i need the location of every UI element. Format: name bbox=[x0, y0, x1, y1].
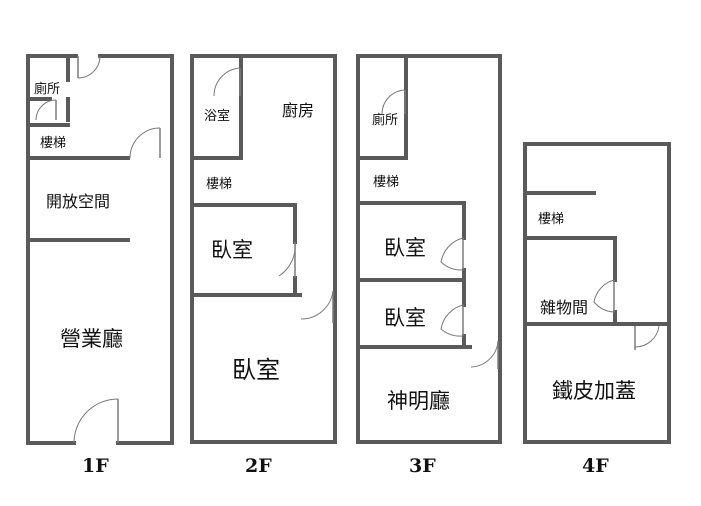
floor-1f-open-space-label: 開放空間 bbox=[46, 192, 110, 211]
floor-4f-storage-door bbox=[593, 279, 615, 313]
floor-1f-entry-door bbox=[73, 398, 119, 444]
floor-3f-toilet-label: 廁所 bbox=[372, 112, 398, 128]
floor-1f-toilet-door bbox=[35, 99, 57, 121]
floor-4f-title: 4F bbox=[582, 455, 609, 477]
floor-2f: 浴室 廚房 樓梯 臥室 臥室 2F bbox=[190, 54, 337, 477]
floor-3f-stairs-label: 樓梯 bbox=[373, 175, 399, 190]
floor-1f-outer-wall bbox=[26, 54, 174, 445]
floor-2f-outer-wall bbox=[190, 54, 337, 444]
floor-1f-toilet-wall bbox=[26, 54, 70, 127]
floor-2f-bathroom-door bbox=[213, 67, 241, 97]
floor-3f-bedroom-1-label: 臥室 bbox=[384, 236, 426, 260]
floor-3f-outer-wall bbox=[356, 54, 502, 444]
floor-3f-bedroom-2-label: 臥室 bbox=[384, 306, 426, 330]
floor-1f-toilet-label: 廁所 bbox=[34, 81, 60, 97]
floor-3f-shrine-hall-label: 神明廳 bbox=[387, 389, 450, 413]
floor-3f-toilet-wall bbox=[356, 54, 408, 160]
floor-2f-bedroom-large-door bbox=[300, 290, 334, 323]
floor-4f-iron-addition-label: 鐵皮加蓋 bbox=[552, 379, 636, 403]
floor-1f-stairs-label: 樓梯 bbox=[40, 136, 66, 151]
floor-3f-bedroom-1-door bbox=[440, 237, 464, 271]
floor-3f-bedroom-2-door bbox=[440, 304, 464, 337]
floor-2f-stairs-label: 樓梯 bbox=[206, 177, 232, 192]
floor-2f-bedroom-large-label: 臥室 bbox=[232, 356, 280, 384]
floor-2f-bathroom-wall bbox=[190, 54, 243, 160]
floor-3f-bedroom-2-wall bbox=[356, 278, 472, 349]
floor-4f-storage-wall bbox=[523, 236, 671, 326]
floor-4f-iron-addition-door bbox=[634, 325, 660, 350]
floor-1f: 廁所 樓梯 開放空間 營業廳 1F bbox=[26, 54, 174, 477]
floor-4f-stairs-label: 樓梯 bbox=[538, 212, 564, 227]
floor-4f-storage-label: 雜物間 bbox=[540, 298, 588, 317]
floor-1f-top-door bbox=[77, 55, 101, 79]
floor-2f-bedroom-small-label: 臥室 bbox=[211, 238, 253, 262]
floor-3f-shrine-hall-door bbox=[470, 340, 499, 369]
floor-1f-business-hall-label: 營業廳 bbox=[60, 327, 123, 351]
floor-4f-outer-wall bbox=[523, 142, 671, 444]
floor-3f: 廁所 樓梯 臥室 臥室 神明廳 3F bbox=[356, 54, 502, 477]
floor-2f-kitchen-label: 廚房 bbox=[282, 101, 314, 120]
floor-4f: 樓梯 雜物間 鐵皮加蓋 4F bbox=[523, 142, 671, 477]
floor-3f-toilet-door bbox=[381, 89, 406, 115]
floor-3f-title: 3F bbox=[409, 455, 436, 477]
floor-1f-title: 1F bbox=[82, 455, 109, 477]
floor-2f-title: 2F bbox=[245, 455, 272, 477]
floor-1f-stair-door bbox=[129, 127, 161, 159]
floor-2f-bathroom-label: 浴室 bbox=[204, 108, 230, 124]
floor-2f-bedroom-small-door bbox=[278, 241, 296, 278]
